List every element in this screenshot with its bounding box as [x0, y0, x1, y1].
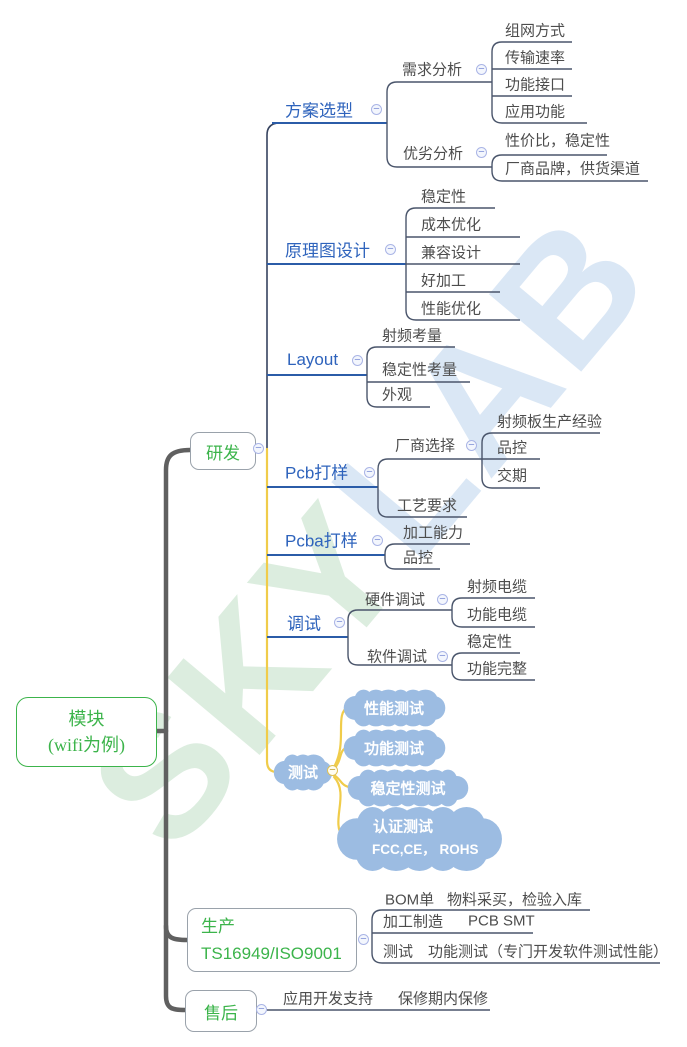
- cloud-perf-label[interactable]: 性能测试: [363, 700, 425, 718]
- topic-pros-cons-analysis[interactable]: 优劣分析: [403, 145, 464, 163]
- topic-production-test[interactable]: 测试: [383, 943, 414, 961]
- rd-spine-upper: [266, 122, 281, 449]
- leaf-perf-optimization[interactable]: 性能优化: [421, 300, 482, 318]
- topic-debug[interactable]: 调试: [287, 614, 321, 634]
- collapse-icon[interactable]: −: [476, 64, 487, 75]
- leaf-production-test-detail[interactable]: 功能测试（专门开发软件测试性能）: [428, 943, 669, 961]
- main-branch-lines: [152, 447, 193, 1013]
- topic-schematic-design[interactable]: 原理图设计: [285, 241, 370, 261]
- leaf-network-mode[interactable]: 组网方式: [505, 22, 566, 40]
- collapse-icon[interactable]: −: [476, 147, 487, 158]
- collapse-icon[interactable]: −: [437, 594, 448, 605]
- root-title-line1: 模块: [68, 709, 105, 729]
- collapse-icon[interactable]: −: [352, 355, 363, 366]
- node-production[interactable]: 生产 TS16949/ISO9001: [187, 908, 357, 972]
- leaf-rf-board-experience[interactable]: 射频板生产经验: [497, 413, 603, 431]
- leaf-easy-manufacture[interactable]: 好加工: [421, 272, 467, 290]
- collapse-icon[interactable]: −: [437, 651, 448, 662]
- leaf-bom-detail[interactable]: 物料采买，检验入库: [447, 891, 583, 909]
- cloud-stability-label[interactable]: 稳定性测试: [370, 780, 446, 798]
- leaf-manufacture-detail[interactable]: PCB SMT: [468, 912, 535, 930]
- collapse-icon[interactable]: −: [385, 244, 396, 255]
- topic-manufacture[interactable]: 加工制造: [383, 913, 444, 931]
- node-production-cert: TS16949/ISO9001: [201, 944, 342, 963]
- topic-pcb-sample[interactable]: Pcb打样: [285, 463, 349, 483]
- topic-vendor-selection[interactable]: 厂商选择: [395, 437, 456, 455]
- node-rd[interactable]: 研发: [190, 432, 256, 470]
- topic-underlines: [267, 122, 406, 638]
- node-production-label: 生产: [201, 917, 235, 936]
- leaf-appearance[interactable]: 外观: [382, 386, 413, 404]
- cloud-test[interactable]: [273, 754, 333, 791]
- cloud-func-test[interactable]: [343, 729, 446, 767]
- leaf-func-cable[interactable]: 功能电缆: [467, 606, 528, 624]
- leaf-quality-control-2[interactable]: 品控: [403, 549, 434, 567]
- root-title-line2: (wifi为例): [48, 735, 125, 755]
- topic-hw-debug[interactable]: 硬件调试: [365, 591, 426, 609]
- collapse-icon[interactable]: −: [253, 443, 264, 454]
- leaf-delivery[interactable]: 交期: [497, 467, 528, 485]
- collapse-icon[interactable]: −: [371, 104, 382, 115]
- leaf-cost-optimization[interactable]: 成本优化: [421, 216, 482, 234]
- leaf-quality-control[interactable]: 品控: [497, 439, 528, 457]
- leaf-stability[interactable]: 稳定性: [421, 188, 467, 206]
- topic-bom[interactable]: BOM单: [385, 891, 435, 909]
- node-aftersale-label: 售后: [204, 1003, 238, 1023]
- topic-app-dev-support[interactable]: 应用开发支持: [283, 990, 374, 1008]
- sub-branch-lines: [267, 41, 660, 1011]
- leaf-function-interface[interactable]: 功能接口: [505, 76, 566, 94]
- cloud-stability-test[interactable]: [347, 769, 469, 807]
- topic-craft-requirement[interactable]: 工艺要求: [397, 497, 458, 515]
- topic-pcba-sample[interactable]: Pcba打样: [285, 531, 358, 551]
- collapse-icon[interactable]: −: [327, 765, 338, 776]
- cloud-func-label[interactable]: 功能测试: [363, 740, 425, 758]
- node-aftersale[interactable]: 售后: [185, 990, 257, 1032]
- leaf-sw-stability[interactable]: 稳定性: [467, 633, 513, 651]
- node-rd-label: 研发: [206, 443, 240, 463]
- cloud-perf-test[interactable]: [343, 689, 446, 727]
- cloud-cert-test[interactable]: [337, 806, 502, 872]
- collapse-icon[interactable]: −: [334, 617, 345, 628]
- cloud-cert-label-line2[interactable]: FCC,CE， ROHS: [372, 842, 479, 857]
- collapse-icon[interactable]: −: [358, 934, 369, 945]
- collapse-icon[interactable]: −: [364, 467, 375, 478]
- cloud-test-label[interactable]: 测试: [287, 764, 319, 782]
- topic-layout[interactable]: Layout: [287, 350, 339, 369]
- leaf-app-function[interactable]: 应用功能: [505, 103, 566, 121]
- cloud-cert-label-line1[interactable]: 认证测试: [373, 818, 434, 836]
- leaf-warranty[interactable]: 保修期内保修: [398, 990, 489, 1008]
- topic-sw-debug[interactable]: 软件调试: [367, 648, 428, 666]
- collapse-icon[interactable]: −: [466, 440, 477, 451]
- collapse-icon[interactable]: −: [372, 535, 383, 546]
- leaf-rf-consideration[interactable]: 射频考量: [382, 327, 443, 345]
- leaf-cost-performance[interactable]: 性价比，稳定性: [505, 132, 611, 150]
- leaf-vendor-brand[interactable]: 厂商品牌，供货渠道: [505, 160, 641, 178]
- leaf-rf-cable[interactable]: 射频电缆: [467, 578, 528, 596]
- leaf-process-capability[interactable]: 加工能力: [403, 524, 464, 542]
- topic-plan-selection[interactable]: 方案选型: [285, 101, 353, 121]
- leaf-stability-consideration[interactable]: 稳定性考量: [382, 361, 458, 379]
- topic-requirement-analysis[interactable]: 需求分析: [402, 61, 463, 79]
- leaf-func-complete[interactable]: 功能完整: [467, 660, 528, 678]
- collapse-icon[interactable]: −: [256, 1004, 267, 1015]
- leaf-compat-design[interactable]: 兼容设计: [421, 244, 482, 262]
- leaf-transfer-rate[interactable]: 传输速率: [505, 49, 566, 67]
- root-node[interactable]: 模块 (wifi为例): [16, 697, 157, 767]
